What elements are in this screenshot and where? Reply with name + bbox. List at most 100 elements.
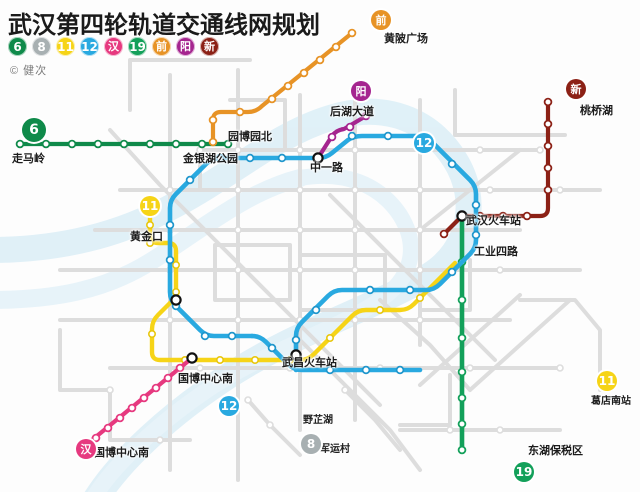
interchange-zhongyilu bbox=[312, 152, 324, 164]
map-line-badge-11[interactable]: 11 bbox=[140, 196, 160, 216]
gray-loop-topright bbox=[453, 88, 567, 137]
gray-station-dot bbox=[351, 186, 359, 194]
legend-badge-19[interactable]: 19 bbox=[128, 37, 147, 56]
gray-station-dot bbox=[536, 146, 544, 154]
legend-badge-新[interactable]: 新 bbox=[200, 37, 219, 56]
station-dot-line19 bbox=[457, 333, 467, 343]
station-dot-line11 bbox=[148, 329, 157, 338]
gray-station-dot bbox=[296, 146, 304, 154]
station-dot-xin bbox=[498, 211, 508, 221]
copyright-credit: © 健次 bbox=[10, 65, 48, 77]
legend-badge-12[interactable]: 12 bbox=[80, 37, 99, 56]
station-dot-line12 bbox=[277, 153, 287, 163]
gray-loop-left bbox=[128, 58, 252, 112]
map-line-badge-12[interactable]: 12 bbox=[219, 396, 239, 416]
station-dot-line11 bbox=[415, 293, 424, 302]
gray-station-dot bbox=[556, 186, 564, 194]
legend-badge-前[interactable]: 前 bbox=[152, 37, 171, 56]
station-dot-line12 bbox=[215, 153, 225, 163]
map-line-badge-汉[interactable]: 汉 bbox=[76, 439, 96, 459]
station-dot-line6 bbox=[41, 139, 51, 149]
map-line-badge-新[interactable]: 新 bbox=[566, 79, 586, 99]
gray-small-nw bbox=[228, 98, 287, 152]
line-han-path bbox=[89, 355, 195, 443]
gray-station-dot bbox=[106, 386, 114, 394]
station-dot-line6 bbox=[67, 139, 77, 149]
legend-badge-6[interactable]: 6 bbox=[8, 37, 27, 56]
gray-se-lattice2 bbox=[468, 298, 572, 392]
station-label-gongyesilu: 工业四路 bbox=[474, 245, 518, 258]
station-dot-line6 bbox=[171, 139, 181, 149]
interchange-markers bbox=[170, 152, 468, 364]
legend-badge-阳[interactable]: 阳 bbox=[176, 37, 195, 56]
gray-station-dot bbox=[351, 266, 359, 274]
legend-badge-11[interactable]: 11 bbox=[56, 37, 75, 56]
station-dot-line11 bbox=[146, 239, 155, 248]
line-19-path bbox=[457, 215, 467, 455]
station-dot-line6 bbox=[93, 139, 103, 149]
station-dot-han bbox=[115, 413, 125, 423]
station-dot-line6 bbox=[197, 139, 207, 149]
station-dot-line12 bbox=[471, 200, 481, 210]
map-line-badge-前[interactable]: 前 bbox=[371, 10, 391, 30]
gray-station-dot bbox=[234, 226, 242, 234]
station-dot-xin bbox=[543, 185, 553, 195]
station-dot-line12 bbox=[447, 267, 457, 277]
gray-station-dot bbox=[296, 266, 304, 274]
station-dot-xin bbox=[543, 119, 553, 129]
gray-station-dot bbox=[496, 266, 504, 274]
legend-badge-8[interactable]: 8 bbox=[32, 37, 51, 56]
station-dot-line11 bbox=[375, 305, 384, 314]
station-dot-line12 bbox=[447, 159, 457, 169]
station-dot-line19 bbox=[457, 367, 467, 377]
map-line-badge-12[interactable]: 12 bbox=[414, 133, 434, 153]
gray-station-dot bbox=[416, 226, 424, 234]
map-line-badge-6[interactable]: 6 bbox=[22, 118, 46, 142]
station-dot-line12 bbox=[471, 230, 481, 240]
station-dot-line12 bbox=[245, 153, 255, 163]
station-dot-line19 bbox=[457, 419, 467, 429]
gray-bottom-left-arc bbox=[398, 373, 452, 427]
map-line-badge-阳[interactable]: 阳 bbox=[351, 81, 371, 101]
gray-station-dot bbox=[416, 316, 424, 324]
line-qian-path bbox=[208, 28, 357, 147]
gray-station-dot bbox=[466, 364, 474, 372]
station-dot-line19 bbox=[457, 295, 467, 305]
line-yang-path bbox=[315, 111, 371, 161]
station-dot-line12 bbox=[325, 365, 335, 375]
map-line-badge-11[interactable]: 11 bbox=[597, 371, 617, 391]
station-label-guobozhongxinnan_n: 国博中心南 bbox=[178, 372, 233, 385]
gray-station-dot bbox=[556, 364, 564, 372]
gray-diag2 bbox=[328, 193, 497, 362]
station-dot-line19 bbox=[457, 445, 467, 455]
gray-diag3 bbox=[418, 148, 522, 232]
gray-cbd-box1 bbox=[213, 243, 292, 302]
gray-station-dot bbox=[266, 421, 274, 429]
station-label-zhongyilu: 中一路 bbox=[310, 161, 343, 174]
gray-diag4 bbox=[378, 298, 472, 392]
station-dot-line6 bbox=[223, 139, 233, 149]
station-dot-xin bbox=[439, 229, 449, 239]
station-label-yuanboyuanbei: 园博园北 bbox=[228, 130, 272, 143]
station-dot-yang bbox=[327, 132, 337, 142]
map-line-badge-19[interactable]: 19 bbox=[514, 462, 534, 482]
station-dot-line6 bbox=[145, 139, 155, 149]
legend-badge-汉[interactable]: 汉 bbox=[104, 37, 123, 56]
gray-station-dot bbox=[446, 426, 454, 434]
station-dot-line12 bbox=[267, 343, 277, 353]
map-line-badge-8[interactable]: 8 bbox=[301, 434, 321, 454]
gray-station-dot bbox=[476, 146, 484, 154]
station-dot-han bbox=[91, 433, 101, 443]
line-xin-path bbox=[439, 97, 553, 239]
station-label-jinyinhu: 金银湖公园 bbox=[183, 152, 238, 165]
station-dot-qian bbox=[283, 81, 293, 91]
station-dot-line19 bbox=[457, 393, 467, 403]
station-dot-line11 bbox=[325, 333, 334, 342]
gray-se-lattice1 bbox=[418, 293, 522, 387]
station-dot-han bbox=[127, 403, 137, 413]
gray-station-dot bbox=[234, 266, 242, 274]
station-dot-line11 bbox=[172, 260, 181, 269]
station-label-houhu: 后湖大道 bbox=[330, 105, 374, 118]
